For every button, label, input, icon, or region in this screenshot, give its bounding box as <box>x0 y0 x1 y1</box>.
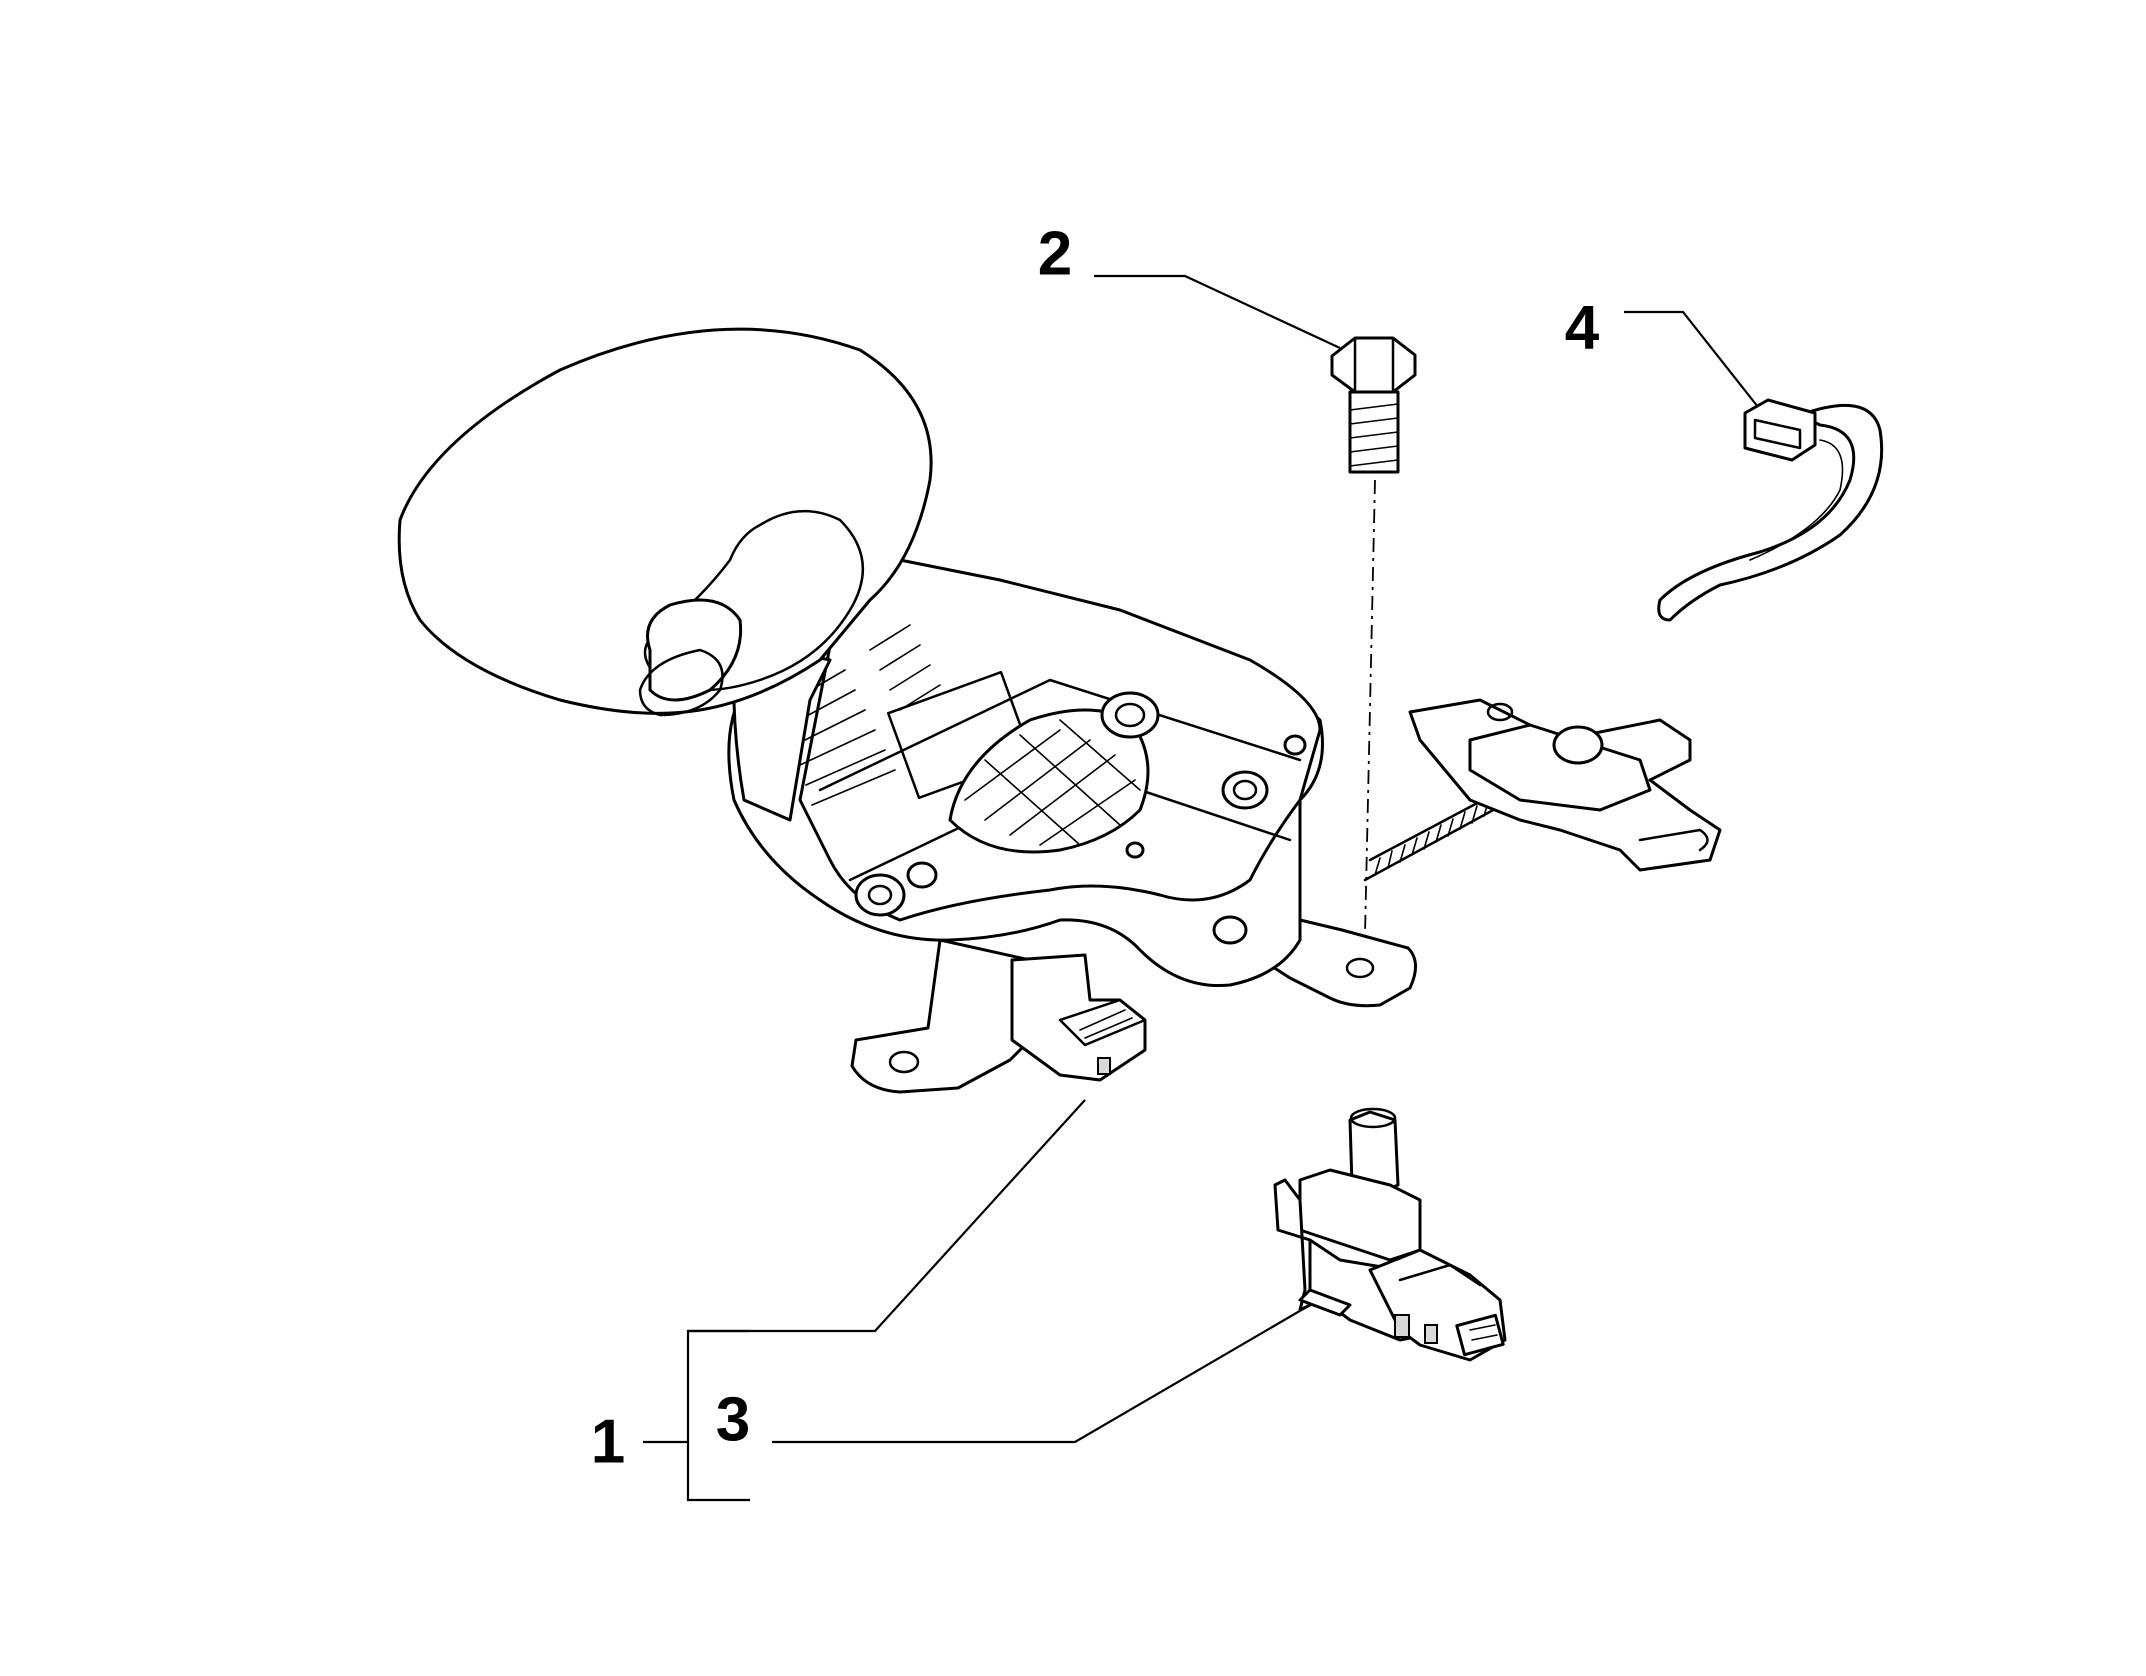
callout-2: 2 <box>1038 220 1072 289</box>
leader-lines <box>643 274 1759 1502</box>
callout-4: 4 <box>1565 294 1600 363</box>
shift-knob <box>397 327 933 717</box>
callout-1: 1 <box>591 1408 625 1477</box>
mesh-panel <box>948 708 1150 854</box>
gear-shift-lever-assembly <box>397 327 1722 1094</box>
callout-3: 3 <box>716 1386 750 1455</box>
lever-connector <box>1010 953 1147 1082</box>
cable-bracket <box>1408 698 1722 872</box>
hex-bolt <box>1330 336 1417 936</box>
switch-connector <box>1273 1107 1507 1362</box>
cable-tie <box>1657 398 1884 622</box>
